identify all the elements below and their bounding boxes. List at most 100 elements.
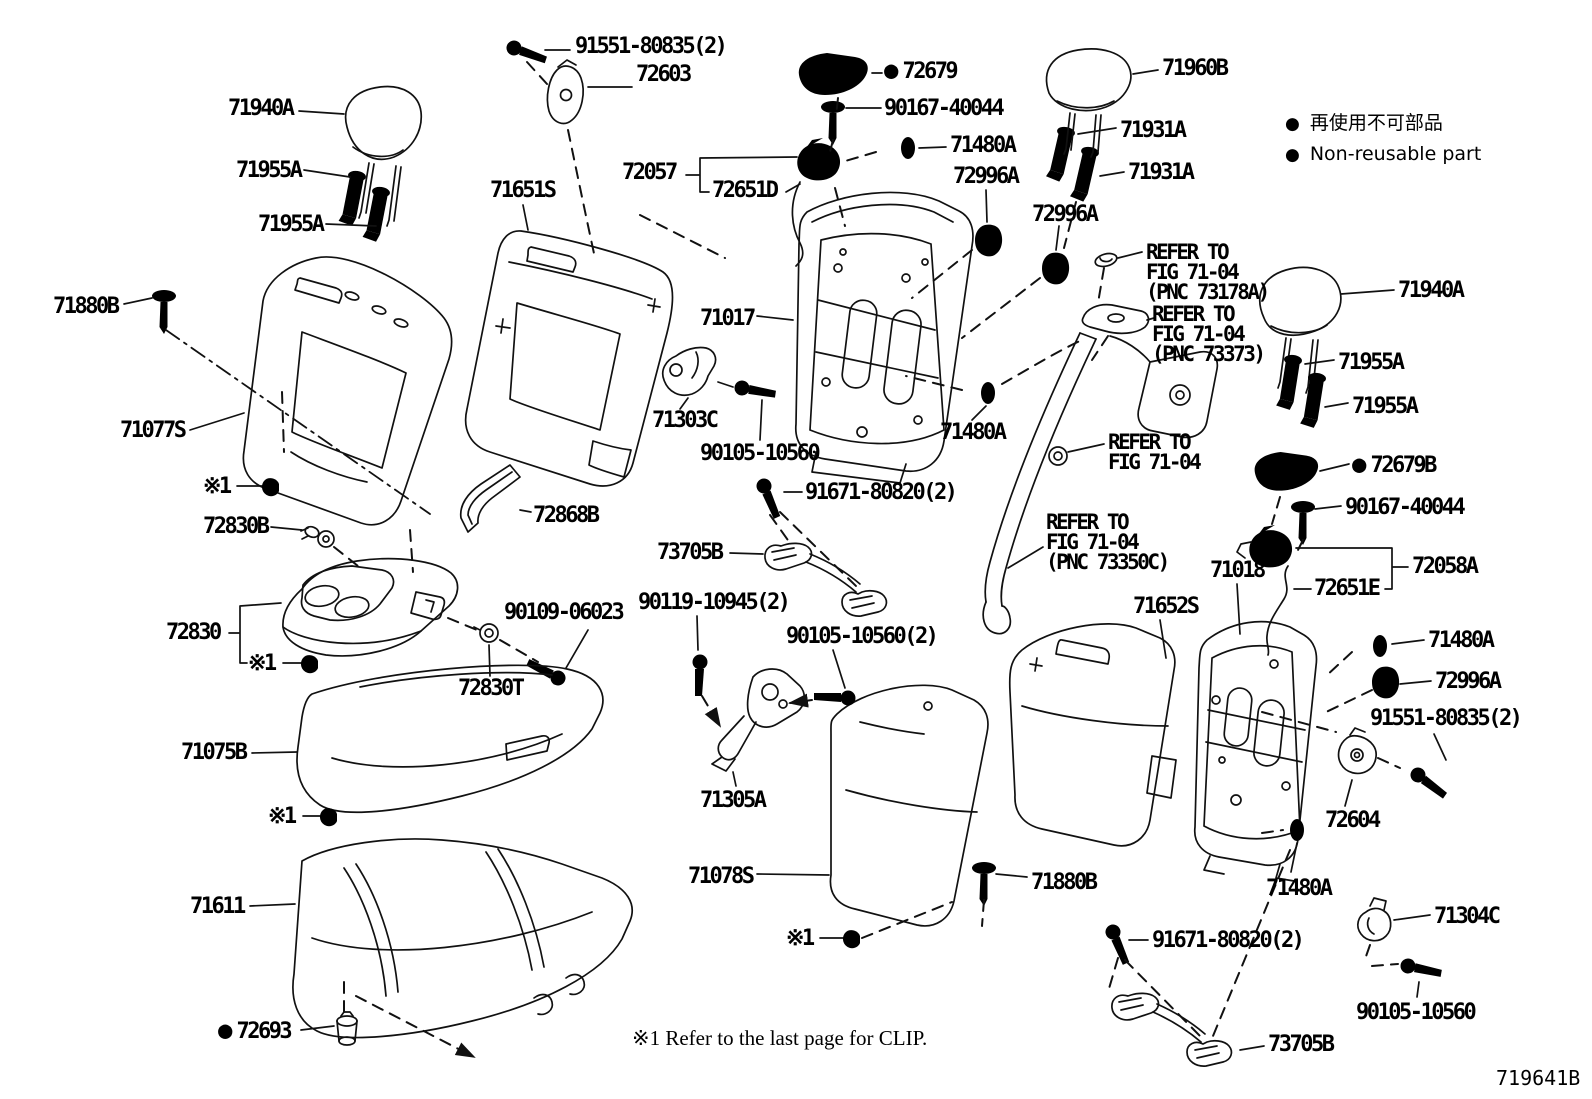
part-label-73705b-bottom: 73705B [1268, 1032, 1335, 1057]
screw-71880b-left [152, 290, 176, 334]
headrest-support-71931a [1045, 124, 1076, 183]
part-label-71940a-left: 71940A [228, 96, 295, 121]
part-label-91551-80835-top: 91551-80835(2) [575, 34, 728, 59]
legend-row-en: ●Non-reusable part [1285, 139, 1481, 170]
part-number: 72679 [902, 59, 958, 84]
refer-note-73350c: REFER TO FIG 71-04 (PNC 73350C) [1046, 510, 1170, 574]
seatback-frame-71018 [1193, 620, 1318, 882]
refer-line: FIG 71-04 [1152, 322, 1246, 346]
part-label-90109: 90109-06023 [504, 600, 625, 625]
part-label-71304c: 71304C [1434, 904, 1501, 929]
bolt-90105-center2 [814, 690, 856, 706]
refer-line: (PNC 73350C) [1046, 550, 1170, 574]
screw-90167-top [821, 101, 845, 145]
legend-row-jp: ●再使用不可部品 [1285, 108, 1481, 139]
assembly-dash-lines [281, 61, 1401, 1058]
part-label-72604: 72604 [1325, 808, 1381, 833]
grommet-72996a-1 [975, 224, 1003, 257]
legend: ●再使用不可部品 ●Non-reusable part [1285, 108, 1481, 170]
part-label-73705b-center: 73705B [657, 540, 724, 565]
headrest-support-71931a [1069, 144, 1100, 203]
non-reusable-bullet: ● [884, 56, 899, 84]
part-label-72651e: 72651E [1314, 576, 1381, 601]
webbing-guide-72868b [459, 464, 521, 533]
hinge-71305a [711, 668, 806, 772]
seatback-cover-71077s [242, 256, 453, 526]
screw-72830b [300, 525, 335, 548]
refer-note-belt-anchor: REFER TO FIG 71-04 [1108, 432, 1202, 474]
nut-fig-71-04 [1048, 446, 1068, 466]
hanger-71303c [661, 346, 717, 397]
grommet-72996a-right [1372, 666, 1400, 699]
part-label-90167-top: 90167-40044 [884, 96, 1005, 121]
grommet-72996a-2 [1042, 252, 1070, 285]
clip-glyph [842, 930, 863, 949]
refer-note-73178a: REFER TO FIG 71-04 (PNC 73178A) [1146, 240, 1270, 304]
refer-line: (PNC 73178A) [1146, 280, 1270, 304]
refer-line: REFER TO [1146, 240, 1230, 264]
part-label-90105-right: 90105-10560 [1356, 1000, 1477, 1025]
part-label-72603: 72603 [636, 62, 692, 87]
part-label-71651s: 71651S [490, 178, 557, 203]
ref-mark-4: ※1 [786, 926, 815, 951]
part-label-71305a: 71305A [700, 788, 767, 813]
clip-71304c [1356, 897, 1392, 942]
pin-71480a-top [878, 137, 915, 159]
part-label-71611: 71611 [190, 894, 246, 919]
part-label-71480a-frame: 71480A [940, 420, 1007, 445]
pin-71480a-frame [958, 382, 995, 404]
bracket-73373 [1081, 303, 1150, 335]
part-label-71955a-2: 71955A [258, 212, 325, 237]
headrest-71940a-left [344, 85, 423, 227]
part-label-72996a-1: 72996A [953, 164, 1020, 189]
part-label-71480a-mid: 71480A [1428, 628, 1495, 653]
part-label-72996a-right: 72996A [1435, 669, 1502, 694]
ref-mark-3: ※1 [268, 804, 297, 829]
part-label-91671-bottom: 91671-80820(2) [1152, 928, 1305, 953]
refer-line: FIG 71-04 [1046, 530, 1140, 554]
part-label-90105-center2: 90105-10560(2) [786, 624, 939, 649]
part-label-71955a-3: 71955A [1338, 350, 1405, 375]
legend-en-text: Non-reusable part [1309, 143, 1482, 165]
part-label-91551-right: 91551-80835(2) [1370, 706, 1523, 731]
lock-assy-72057 [797, 138, 841, 181]
part-label-72679b: ●72679B [1352, 452, 1437, 478]
ref-mark-2: ※1 [248, 651, 277, 676]
refer-note-73373: REFER TO FIG 71-04 (PNC 73373) [1152, 302, 1266, 366]
grommet-72830t [473, 623, 499, 643]
part-label-71955a-1: 71955A [236, 158, 303, 183]
armrest-72830 [282, 557, 459, 657]
clamp-72604 [1337, 727, 1377, 775]
part-label-71303c: 71303C [652, 408, 719, 433]
part-label-72830: 72830 [166, 620, 222, 645]
cushion-cover-71611 [292, 838, 634, 1039]
seat-belt-73350c [982, 332, 1219, 635]
cover-72679 [798, 53, 868, 95]
part-label-71880b-left: 71880B [53, 294, 120, 319]
part-label-72058a: 72058A [1412, 554, 1479, 579]
part-label-71940a-right: 71940A [1398, 278, 1465, 303]
refer-line: FIG 71-04 [1108, 450, 1202, 474]
cable-72651e [1265, 565, 1289, 656]
part-label-71955a-4: 71955A [1352, 394, 1419, 419]
part-label-71018: 71018 [1210, 558, 1266, 583]
seatback-cover-71078s [829, 684, 989, 927]
headrest-71960b [1045, 48, 1132, 158]
part-label-71880b-right: 71880B [1031, 870, 1098, 895]
non-reusable-bullet: ● [218, 1016, 233, 1044]
part-label-72693: ●72693 [218, 1016, 293, 1044]
part-number: 72679B [1370, 453, 1437, 478]
headrest-support-71955a [362, 185, 391, 243]
refer-line: REFER TO [1152, 302, 1236, 326]
seatback-cover-71651s [464, 230, 674, 487]
refer-line: REFER TO [1046, 510, 1130, 534]
refer-line: (PNC 73373) [1152, 342, 1266, 366]
part-label-71652s: 71652S [1133, 594, 1200, 619]
bolt-91551-right [1407, 764, 1451, 801]
part-label-90105-center: 90105-10560 [700, 441, 821, 466]
part-label-71960b: 71960B [1162, 56, 1229, 81]
belt-bezel-73705b-bottom [1111, 992, 1233, 1067]
headrest-support-71955a-right [1299, 371, 1327, 429]
